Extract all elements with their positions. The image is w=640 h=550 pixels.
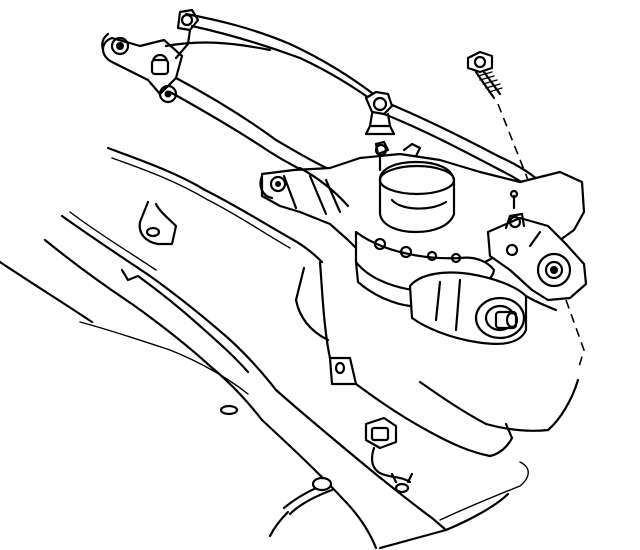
wiring-harness — [268, 476, 334, 538]
wiper-linkage — [101, 8, 548, 202]
motor-crank-arm — [486, 189, 588, 302]
mounting-bolt — [466, 50, 585, 371]
pivot-center — [372, 96, 388, 112]
electrical-connector — [364, 416, 412, 484]
grommet — [394, 482, 410, 494]
cowl-panel — [0, 146, 580, 550]
